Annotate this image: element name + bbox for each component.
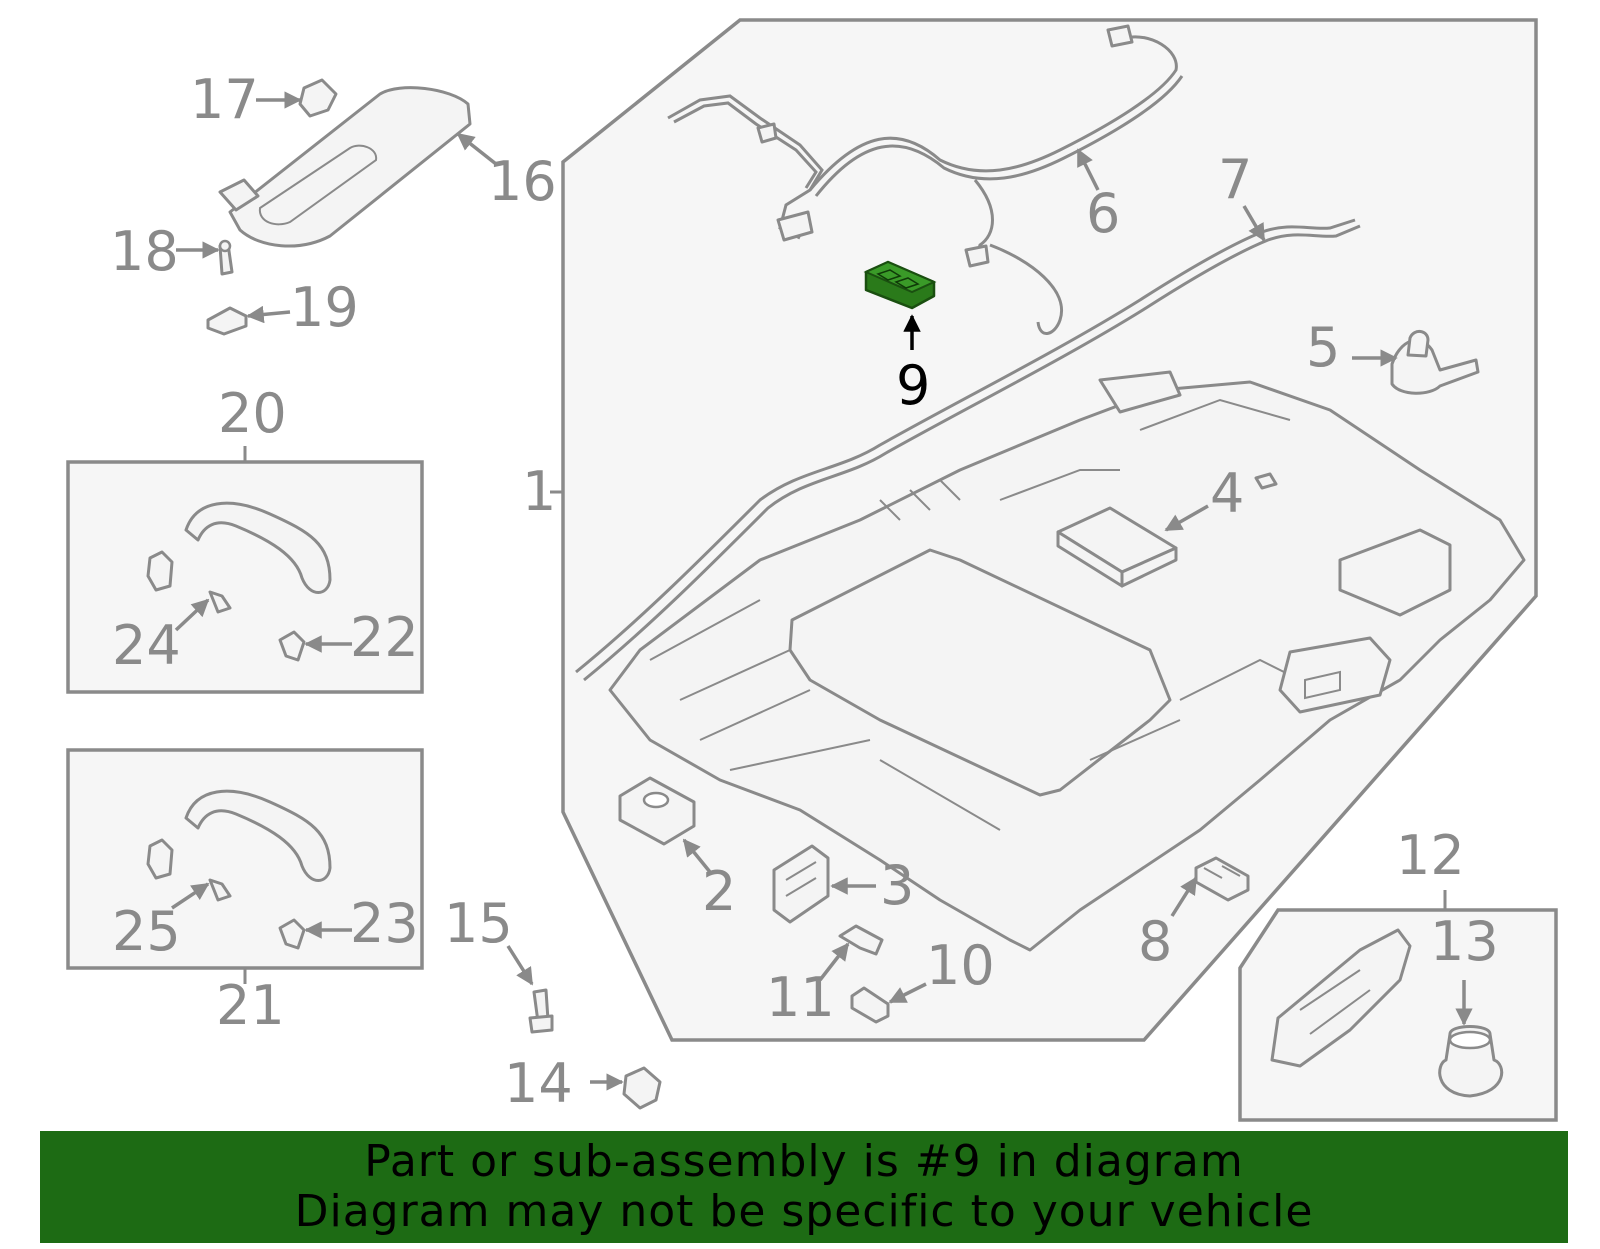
- sun-visor-16: [218, 86, 472, 248]
- part-2-bracket: [618, 776, 696, 846]
- callout-17: 17: [190, 68, 259, 131]
- callout-5: 5: [1306, 316, 1340, 379]
- callout-8: 8: [1138, 910, 1172, 973]
- callout-4: 4: [1210, 462, 1244, 525]
- banner-line-1: Part or sub-assembly is #9 in diagram: [364, 1136, 1244, 1187]
- part-17-clip: [298, 78, 338, 118]
- box-21: [66, 748, 424, 984]
- callout-24: 24: [112, 614, 181, 677]
- callout-23: 23: [350, 892, 419, 955]
- callout-25: 25: [112, 900, 181, 963]
- callout-9-highlighted: 9: [896, 354, 930, 417]
- part-9-highlighted: [863, 260, 937, 350]
- callout-12: 12: [1396, 824, 1465, 887]
- leader-arrows: [171, 91, 1473, 1091]
- callout-14: 14: [504, 1052, 573, 1115]
- callout-10: 10: [926, 934, 995, 997]
- part-18-screw: [218, 239, 234, 276]
- part-14-clip: [622, 1066, 662, 1110]
- info-banner: Part or sub-assembly is #9 in diagram Di…: [40, 1131, 1568, 1243]
- wiring-harness-6: [667, 24, 1184, 335]
- part-15-bolt: [528, 988, 554, 1034]
- callout-3: 3: [880, 854, 914, 917]
- part-3-cover: [772, 844, 830, 924]
- part-11-clip: [838, 924, 884, 956]
- callout-13: 13: [1430, 910, 1499, 973]
- callout-19: 19: [290, 276, 359, 339]
- callout-22: 22: [350, 606, 419, 669]
- box-12: [1238, 890, 1558, 1122]
- callout-18: 18: [110, 220, 179, 283]
- callout-21: 21: [216, 974, 285, 1037]
- callout-7: 7: [1218, 148, 1252, 211]
- callout-15: 15: [444, 892, 513, 955]
- callout-2: 2: [702, 860, 736, 923]
- part-19-clip: [206, 306, 248, 336]
- part-4-module: [1056, 472, 1278, 588]
- callout-6: 6: [1086, 182, 1120, 245]
- banner-line-2: Diagram may not be specific to your vehi…: [294, 1186, 1314, 1237]
- box-20: [66, 446, 424, 694]
- callout-20: 20: [218, 382, 287, 445]
- callout-1: 1: [522, 460, 556, 523]
- part-5-clip: [1390, 330, 1480, 395]
- part-10-clip: [850, 986, 890, 1024]
- callout-11: 11: [766, 966, 835, 1029]
- callout-16: 16: [488, 150, 557, 213]
- headliner-panel: [608, 370, 1526, 952]
